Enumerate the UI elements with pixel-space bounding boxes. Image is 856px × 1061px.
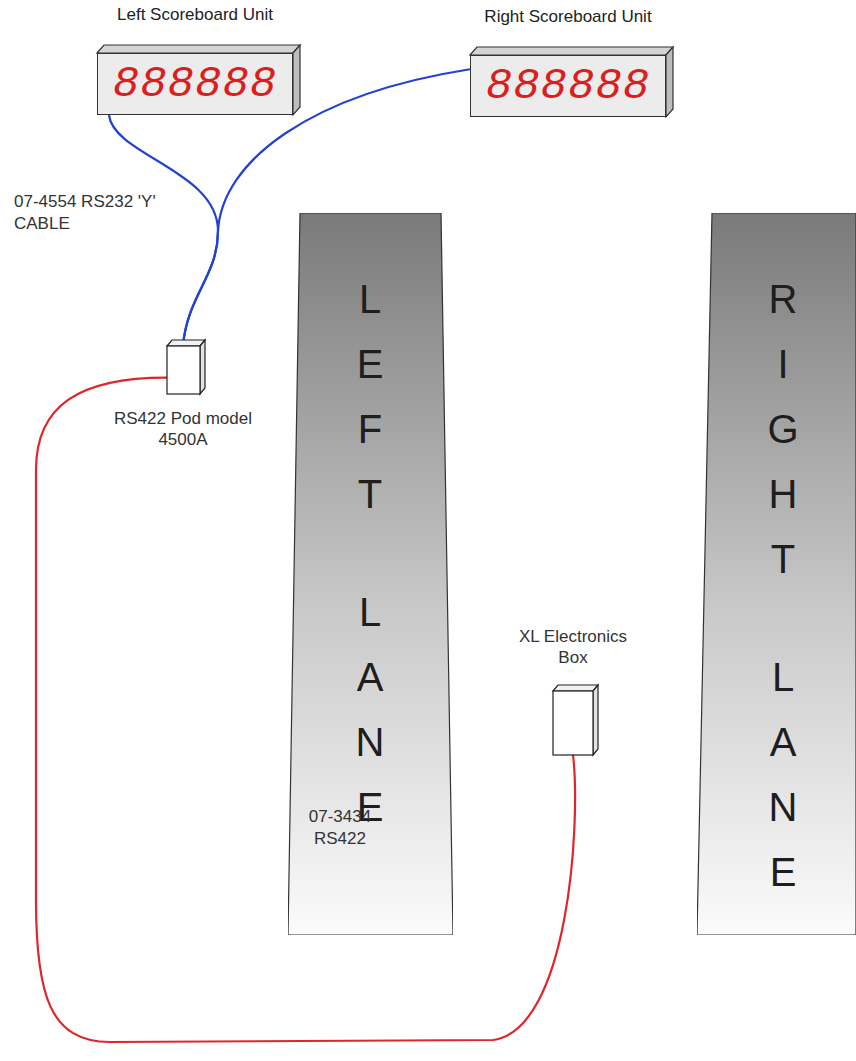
segment-digits: 888888: [97, 53, 293, 115]
cable-label: 07-3434 RS422: [298, 806, 382, 850]
lane-letter: T: [753, 527, 813, 592]
lane-letter: L: [753, 645, 813, 710]
lane-letter: E: [340, 332, 400, 397]
lane-letter: [753, 592, 813, 645]
pod-label: RS422 Pod model 4500A: [108, 408, 258, 451]
bevel-side: [666, 47, 673, 117]
pod-box: [167, 346, 200, 394]
lane-letter: [340, 527, 400, 580]
lane-letter: F: [340, 397, 400, 462]
cable-label: 07-4554 RS232 'Y' CABLE: [14, 191, 164, 235]
lane-letter: A: [753, 710, 813, 775]
scoreboard-unit: Right Scoreboard Unit 888888: [468, 6, 668, 117]
lane: LEFT LANE: [288, 213, 453, 935]
lane-letter: G: [753, 397, 813, 462]
bevel-side: [293, 45, 300, 115]
box-top: [167, 340, 205, 346]
lane-letter: A: [340, 645, 400, 710]
box-bevel: [167, 340, 210, 398]
electronics-box: XL Electronics Box: [493, 626, 653, 755]
xl-box: [553, 691, 593, 755]
lane-letter: T: [340, 462, 400, 527]
box-caption: RS422 Pod model 4500A: [108, 408, 258, 451]
bevel-top: [97, 45, 300, 53]
display-panel: 888888: [470, 55, 666, 117]
lane-name: RIGHT LANE: [753, 267, 813, 905]
lane-letter: L: [340, 267, 400, 332]
box-front: [553, 691, 593, 755]
box-label: XL Electronics Box: [518, 626, 628, 669]
box-top: [553, 685, 598, 691]
lane: RIGHT LANE: [697, 213, 856, 935]
lane-name: LEFT LANE: [340, 267, 400, 840]
unit-title: Right Scoreboard Unit: [468, 6, 668, 27]
bevel-top: [470, 47, 673, 55]
lane-letter: I: [753, 332, 813, 397]
box-bevel: [553, 685, 603, 759]
lane-outline: [288, 213, 453, 935]
lane-letter: E: [753, 840, 813, 905]
scoreboard-unit: Left Scoreboard Unit 888888: [95, 4, 295, 115]
lane-letter: R: [753, 267, 813, 332]
rs232-y-cable: [109, 115, 218, 346]
lane-letter: N: [340, 710, 400, 775]
lane-letter: N: [753, 775, 813, 840]
lane-letter: H: [753, 462, 813, 527]
segment-digits: 888888: [470, 55, 666, 117]
electronics-box: RS422 Pod model 4500A: [108, 346, 258, 451]
display-panel: 888888: [97, 53, 293, 115]
box-side: [593, 685, 598, 755]
box-caption: XL Electronics Box: [493, 626, 653, 669]
box-front: [167, 346, 200, 394]
unit-title: Left Scoreboard Unit: [95, 4, 295, 25]
lane-outline: [697, 213, 856, 935]
lane-letter: L: [340, 580, 400, 645]
box-side: [200, 340, 205, 394]
